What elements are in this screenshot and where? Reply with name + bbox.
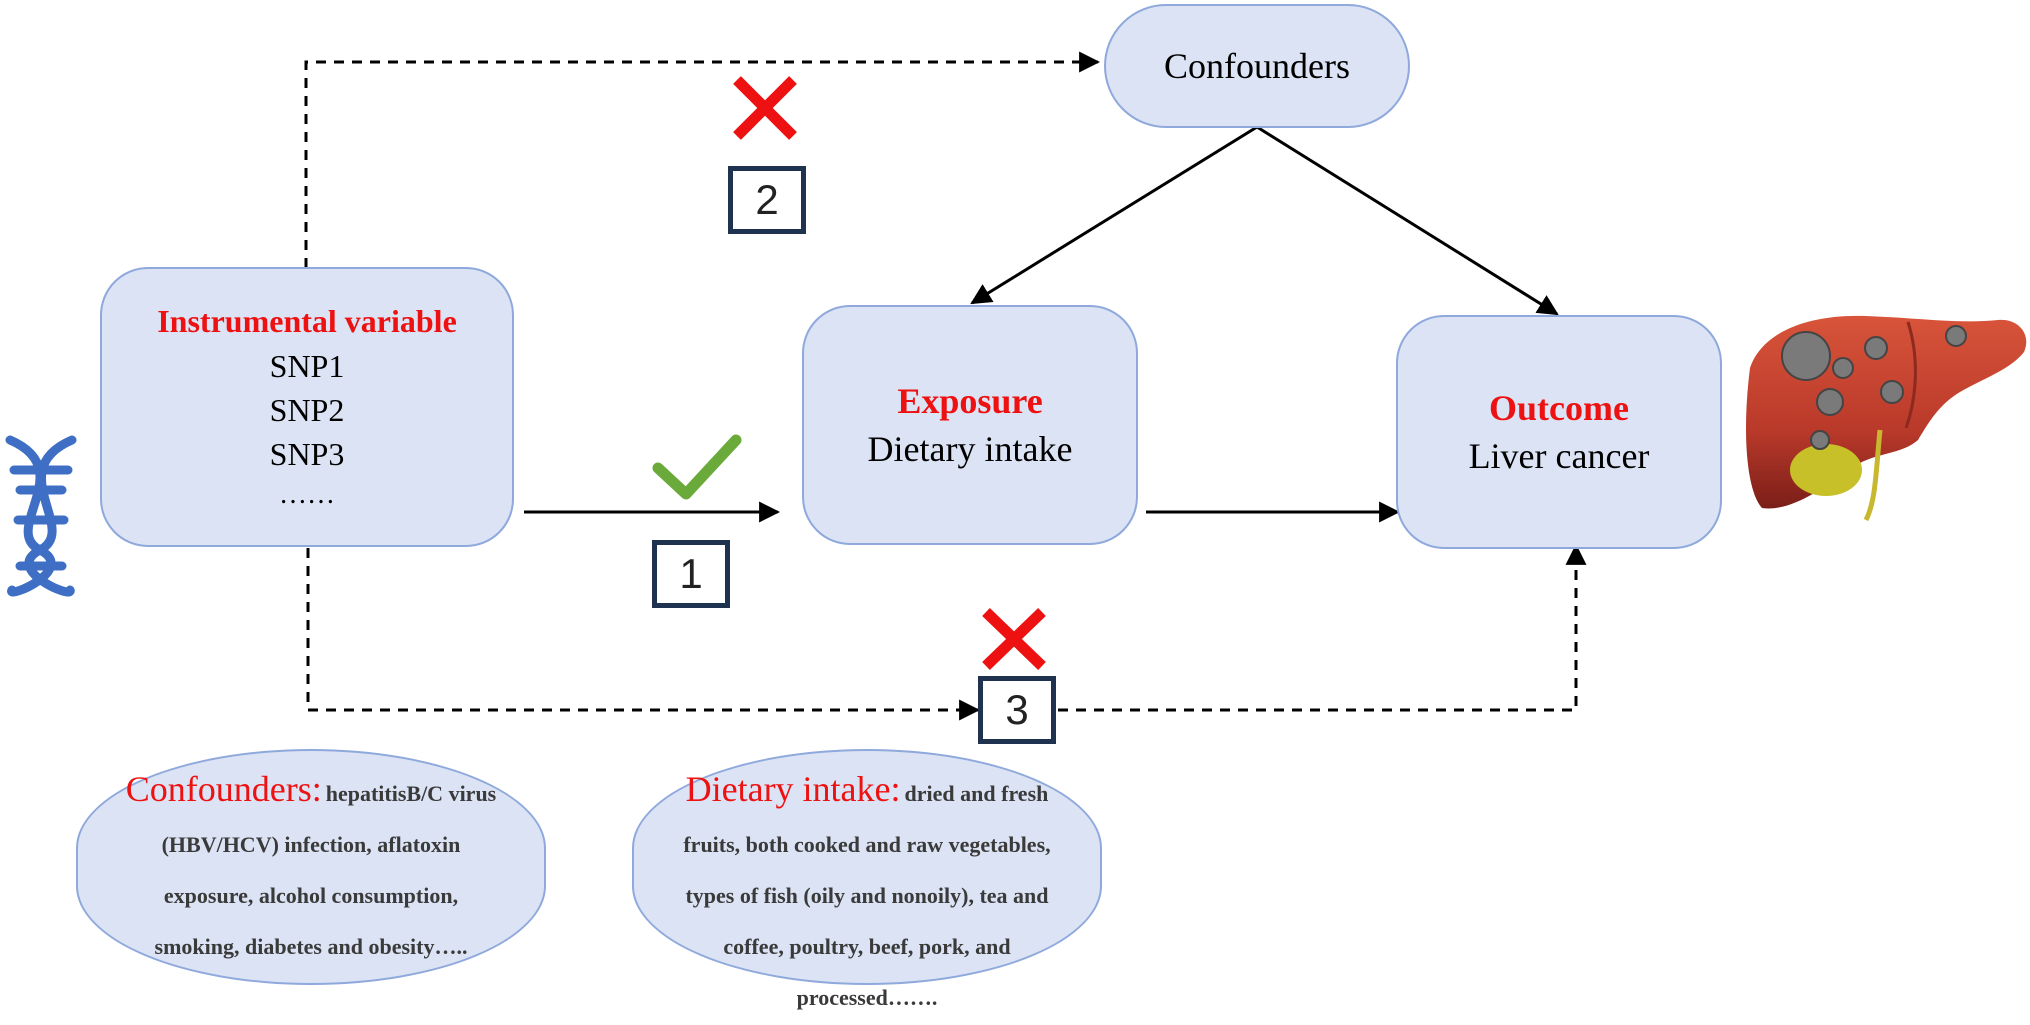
confounders-node-label: Confounders: [1164, 46, 1350, 86]
snp-ellipsis: ……: [279, 479, 335, 510]
instrumental-variable-node: Instrumental variable SNP1 SNP2 SNP3 ……: [100, 267, 514, 547]
iv-to-path3-connector: [306, 548, 981, 721]
path-1-label: 1: [652, 540, 730, 608]
confounders-node: Confounders: [1104, 4, 1410, 128]
iv-to-confounders-arrow: [304, 51, 1101, 268]
snp-item: SNP3: [269, 436, 345, 472]
instrumental-variable-title: Instrumental variable: [157, 303, 457, 339]
connector-layer: [304, 51, 1587, 721]
dietary-intake-note: Dietary intake: dried and fresh fruits, …: [632, 749, 1102, 1010]
snp-item: SNP1: [269, 348, 345, 384]
path3-to-outcome-arrow: [1058, 543, 1587, 712]
confounders-note-body: hepatitisB/C virus (HBV/HCV) infection, …: [154, 781, 497, 959]
path-3-label: 3: [978, 676, 1056, 744]
dietary-intake-note-title: Dietary intake:: [685, 769, 901, 809]
confounders-to-outcome-arrow: [1256, 125, 1559, 316]
exposure-subtitle: Dietary intake: [867, 429, 1073, 469]
path-2-label: 2: [728, 166, 806, 234]
outcome-node: Outcome Liver cancer: [1396, 315, 1722, 549]
dietary-intake-note-body: dried and fresh fruits, both cooked and …: [683, 781, 1051, 1010]
confounders-to-exposure-arrow: [970, 125, 1258, 305]
confounders-note-title: Confounders:: [125, 769, 322, 809]
confounders-note: Confounders: hepatitisB/C virus (HBV/HCV…: [76, 749, 546, 985]
exposure-title: Exposure: [897, 381, 1043, 421]
outcome-subtitle: Liver cancer: [1468, 436, 1650, 476]
outcome-title: Outcome: [1489, 388, 1629, 428]
snp-item: SNP2: [269, 392, 345, 428]
exposure-node: Exposure Dietary intake: [802, 305, 1138, 545]
